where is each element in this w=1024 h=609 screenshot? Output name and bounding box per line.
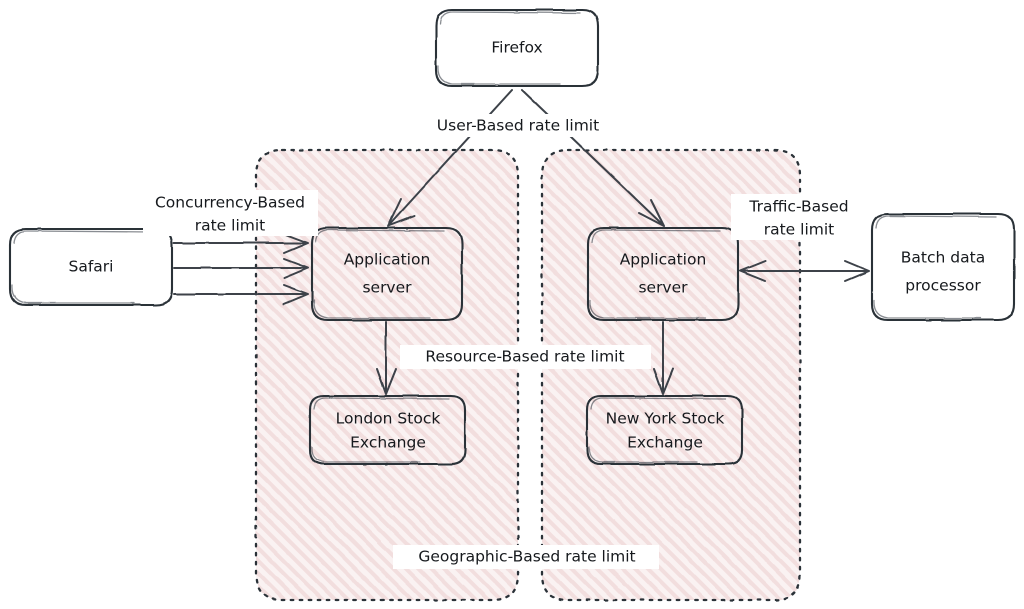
firefox-box [434,8,600,88]
edge-app-right-to-nyse [653,321,674,395]
edge-app-left-to-lse [376,321,397,395]
edge-firefox-to-app-right [521,89,665,227]
app-server-right-label-line2: server [638,279,688,297]
node-new-york-stock-exchange[interactable]: New York Stock Exchange [585,394,744,466]
app-server-left-box [310,226,464,322]
edge-label-concurrency-based: Concurrency-Based rate limit [143,190,318,236]
edge-label-traffic-based: Traffic-Based rate limit [731,194,866,240]
batch-data-processor-box [870,212,1016,322]
edge-label-user-based: User-Based rate limit [412,114,623,137]
concurrency-based-rate-limit-label-line2: rate limit [195,217,266,235]
london-stock-exchange-label-line2: Exchange [350,434,426,452]
app-server-left-label-line1: Application [344,251,431,269]
firefox-label: Firefox [491,39,542,57]
edge-safari-to-app-left-1 [173,233,309,254]
safari-box [8,227,174,307]
app-server-left-label-line2: server [362,279,412,297]
edge-batch-to-app-right [739,260,870,282]
app-server-right-label-line1: Application [620,251,707,269]
node-safari[interactable]: Safari [8,227,174,307]
group-label-geographic-based: Geographic-Based rate limit [393,545,659,569]
safari-label: Safari [69,258,114,276]
new-york-stock-exchange-label-line1: New York Stock [606,410,725,428]
edge-safari-to-app-left-3 [173,284,309,305]
node-firefox[interactable]: Firefox [434,8,600,88]
london-stock-exchange-box [308,394,467,466]
london-stock-exchange-label-line1: London Stock [336,410,441,428]
node-london-stock-exchange[interactable]: London Stock Exchange [308,394,467,466]
edge-label-resource-based: Resource-Based rate limit [400,345,651,369]
batch-data-processor-label-line1: Batch data [901,249,985,267]
resource-based-rate-limit-label: Resource-Based rate limit [425,348,624,366]
node-app-server-left[interactable]: Application server [310,226,464,322]
traffic-based-rate-limit-label-line1: Traffic-Based [748,198,848,216]
traffic-based-rate-limit-label-line2: rate limit [764,221,835,239]
new-york-stock-exchange-label-line2: Exchange [627,434,703,452]
batch-data-processor-label-line2: processor [905,277,981,295]
geographic-based-rate-limit-label: Geographic-Based rate limit [418,548,635,566]
node-app-server-right[interactable]: Application server [586,226,740,322]
node-batch-data-processor[interactable]: Batch data processor [870,212,1016,322]
new-york-stock-exchange-box [585,394,744,466]
user-based-rate-limit-label: User-Based rate limit [437,117,599,135]
edge-safari-to-app-left-2 [173,258,309,279]
concurrency-based-rate-limit-label-line1: Concurrency-Based [155,194,305,212]
edge-firefox-to-app-left [387,89,513,227]
